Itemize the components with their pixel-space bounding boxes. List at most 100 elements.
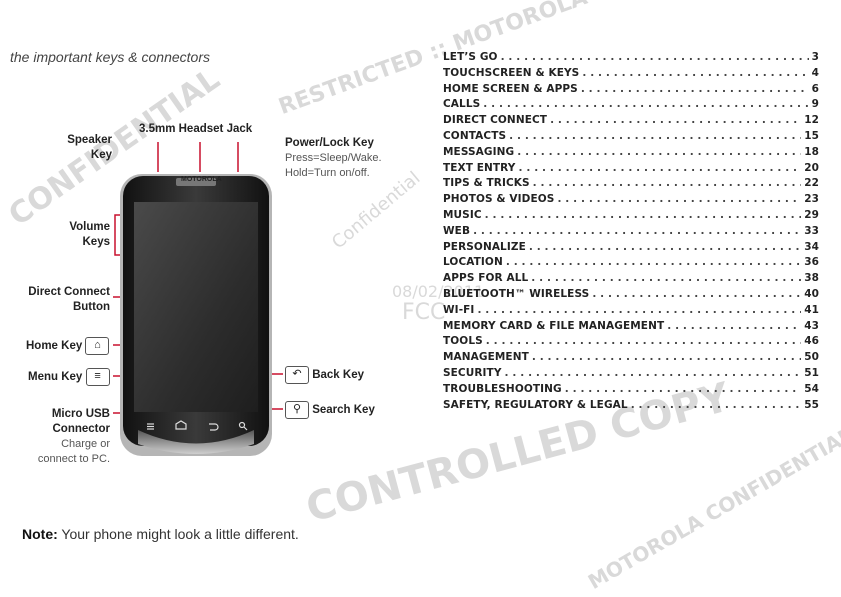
home-key-text: Home Key [26,340,83,353]
toc-leader [557,193,801,205]
toc-leader [581,83,809,95]
toc-leader [477,304,801,316]
toc-entry[interactable]: MANAGEMENT 50 [443,351,819,367]
back-icon: ↶ [285,366,309,384]
toc-entry[interactable]: APPS FOR ALL 38 [443,272,819,288]
toc-entry-page: 50 [804,351,819,364]
toc-entry-page: 6 [811,82,819,95]
toc-leader [529,241,801,253]
toc-leader [533,177,802,189]
toc-entry-title: PHOTOS & VIDEOS [443,193,555,206]
toc-entry-page: 34 [804,240,819,253]
toc-entry-title: TEXT ENTRY [443,161,516,174]
toc-leader [550,114,801,126]
toc-entry-title: WI-FI [443,303,475,316]
toc-entry-page: 3 [811,51,819,63]
toc-entry[interactable]: SAFETY, REGULATORY & LEGAL55 [443,399,819,415]
toc-entry-page: 20 [804,161,819,174]
toc-entry-title: TOUCHSCREEN & KEYS [443,66,580,79]
toc-entry-title: APPS FOR ALL [443,272,529,285]
toc-entry-page: 40 [804,287,819,300]
home-key-label: Home Key ⌂ [26,337,110,355]
toc-entry-page: 43 [804,319,819,332]
phone-brand-text: MOTOROLA [181,176,222,183]
toc-entry[interactable]: LOCATION 36 [443,256,819,272]
toc-entry-page: 51 [804,366,819,379]
toc-entry-title: CONTACTS [443,129,507,142]
toc-entry[interactable]: TEXT ENTRY 20 [443,162,819,178]
toc-entry-page: 46 [804,335,819,348]
toc-entry[interactable]: MUSIC29 [443,209,819,225]
toc-entry-title: DIRECT CONNECT [443,114,548,127]
toc-entry-page: 18 [804,145,819,158]
toc-entry[interactable]: MEMORY CARD & FILE MANAGEMENT 43 [443,320,819,336]
toc-entry[interactable]: CONTACTS 15 [443,130,819,146]
toc-entry-title: SAFETY, REGULATORY & LEGAL [443,398,628,411]
toc-entry[interactable]: TOUCHSCREEN & KEYS 4 [443,67,819,83]
toc-leader [506,256,801,268]
toc-entry-title: HOME SCREEN & APPS [443,82,578,95]
note-line: Note: Your phone might look a little dif… [22,526,299,542]
toc-entry[interactable]: LET’S GO 3 [443,51,819,67]
toc-leader [501,51,809,63]
home-icon: ⌂ [85,337,110,355]
toc-entry-title: SECURITY [443,366,502,379]
power-lock-sub2: Hold=Turn on/off. [285,167,370,179]
toc-entry-title: TOOLS [443,335,483,348]
toc-entry[interactable]: TIPS & TRICKS 22 [443,177,819,193]
toc-entry[interactable]: WI-FI 41 [443,304,819,320]
toc-entry-page: 4 [811,66,819,79]
headset-jack-label: 3.5mm Headset Jack [139,123,253,135]
back-key-label: ↶ Back Key [285,366,364,384]
toc-leader [531,272,801,284]
toc-entry-title: PERSONALIZE [443,240,526,253]
note-text: Your phone might look a little different… [57,526,299,542]
toc-leader [509,130,801,142]
toc-leader [631,399,802,411]
toc-entry-title: TROUBLESHOOTING [443,382,562,395]
toc-entry-page: 22 [804,177,819,190]
power-lock-sub1: Press=Sleep/Wake. [285,152,382,164]
toc-entry-page: 36 [804,256,819,269]
toc-entry[interactable]: PERSONALIZE 34 [443,241,819,257]
micro-usb-sub: Charge or connect to PC. [37,438,110,465]
speaker-key-label: Speaker Key [67,134,112,161]
toc-entry-title: WEB [443,224,471,237]
toc-entry[interactable]: BLUETOOTH™ WIRELESS 40 [443,288,819,304]
toc-entry[interactable]: PHOTOS & VIDEOS 23 [443,193,819,209]
toc-entry-title: MEMORY CARD & FILE MANAGEMENT [443,319,665,332]
toc-entry-title: MANAGEMENT [443,351,529,364]
toc-entry-page: 41 [804,303,819,316]
toc-leader [517,146,801,158]
toc-entry[interactable]: HOME SCREEN & APPS 6 [443,83,819,99]
toc-entry-title: MUSIC [443,208,482,221]
toc-leader [485,209,802,221]
power-lock-label: Power/Lock Key Press=Sleep/Wake. Hold=Tu… [285,136,382,181]
toc-entry-page: 23 [804,193,819,206]
menu-icon: ≡ [85,368,110,386]
toc-entry-page: 38 [804,272,819,285]
toc-entry-title: LOCATION [443,256,503,269]
volume-bracket [114,214,120,256]
toc-entry-title: BLUETOOTH™ WIRELESS [443,287,590,300]
toc-entry[interactable]: MESSAGING18 [443,146,819,162]
toc-entry-page: 12 [804,114,819,127]
toc-entry-title: TIPS & TRICKS [443,177,530,190]
phone-illustration [120,174,272,456]
search-key-text: Search Key [312,404,375,417]
toc-entry[interactable]: DIRECT CONNECT 12 [443,114,819,130]
menu-key-text: Menu Key [28,371,83,384]
toc-entry[interactable]: TROUBLESHOOTING54 [443,383,819,399]
toc-entry[interactable]: WEB33 [443,225,819,241]
toc-leader [667,320,801,332]
toc-leader [486,335,801,347]
toc-leader [519,162,802,174]
micro-usb-label: Micro USB Connector Charge or connect to… [4,407,110,467]
toc-entry-page: 15 [804,129,819,142]
power-lock-title: Power/Lock Key [285,137,374,149]
toc-entry[interactable]: SECURITY 51 [443,367,819,383]
toc-entry[interactable]: CALLS9 [443,98,819,114]
toc-entry[interactable]: TOOLS 46 [443,335,819,351]
toc-entry-title: LET’S GO [443,51,498,63]
